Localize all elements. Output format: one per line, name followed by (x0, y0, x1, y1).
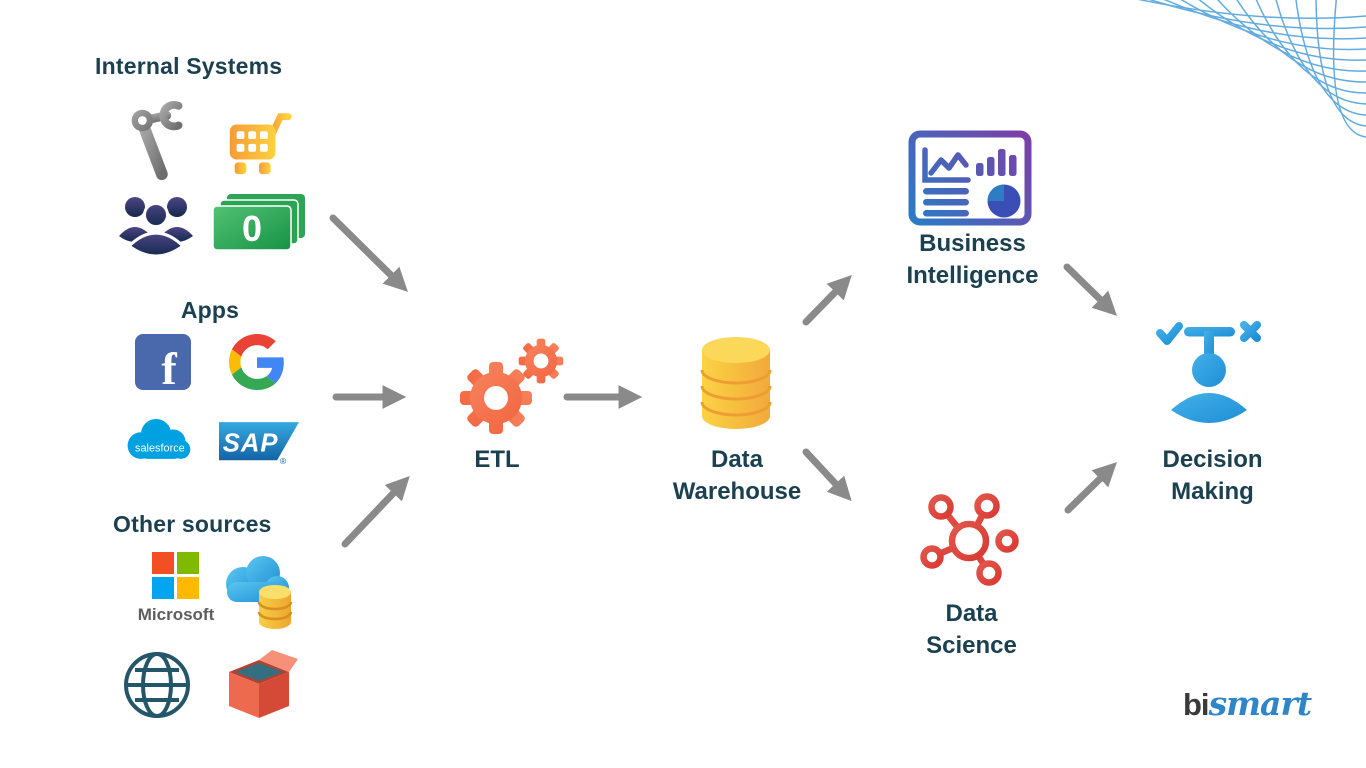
etl-gears-icon (460, 338, 564, 434)
arrow-internal-to-etl (329, 214, 408, 292)
internal-systems-title: Internal Systems (95, 53, 283, 79)
other-sources-title: Other sources (113, 511, 272, 537)
decorative-curved-lines (1137, 0, 1366, 138)
arrow-bi-to-decision (1063, 263, 1117, 316)
money-icon: 0 (212, 194, 305, 251)
x-icon (1240, 321, 1261, 342)
salesforce-label: salesforce (135, 442, 185, 454)
google-icon (229, 334, 284, 390)
arrow-other-to-etl (341, 475, 410, 548)
database-icon (700, 337, 772, 429)
cloud-database-icon (226, 556, 293, 629)
data-warehouse-label: Data Warehouse (672, 446, 802, 505)
decision-person-icon (1156, 321, 1261, 423)
robot-arm-icon (131, 100, 185, 183)
business-intelligence-label: Business Intelligence (906, 230, 1039, 289)
salesforce-icon: salesforce (127, 419, 191, 459)
bismart-logo: bismart (1183, 684, 1313, 723)
sap-label: SAP (223, 430, 279, 458)
arrow-warehouse-to-bi (802, 275, 852, 326)
facebook-icon: f (135, 334, 191, 390)
data-science-label: Data Science (926, 600, 1017, 659)
facebook-f-label: f (161, 343, 177, 390)
money-zero-label: 0 (242, 208, 262, 249)
data-science-network-icon (920, 493, 1019, 586)
etl-label: ETL (474, 446, 520, 473)
shopping-cart-icon (229, 113, 292, 175)
decision-making-label: Decision Making (1162, 446, 1263, 505)
bismart-logo-bi: bi (1183, 687, 1210, 722)
arrow-ds-to-decision (1064, 462, 1117, 514)
globe-icon (124, 652, 190, 718)
microsoft-label: Microsoft (138, 605, 215, 624)
sap-registered-mark: ® (280, 456, 287, 466)
bismart-logo-smart: smart (1208, 684, 1313, 723)
package-box-icon (229, 650, 298, 718)
microsoft-icon: Microsoft (138, 552, 215, 624)
apps-title: Apps (180, 297, 240, 323)
bi-dashboard-icon (908, 130, 1032, 226)
check-icon (1156, 322, 1183, 345)
team-icon (119, 197, 193, 258)
sap-icon: SAP ® (219, 422, 299, 466)
